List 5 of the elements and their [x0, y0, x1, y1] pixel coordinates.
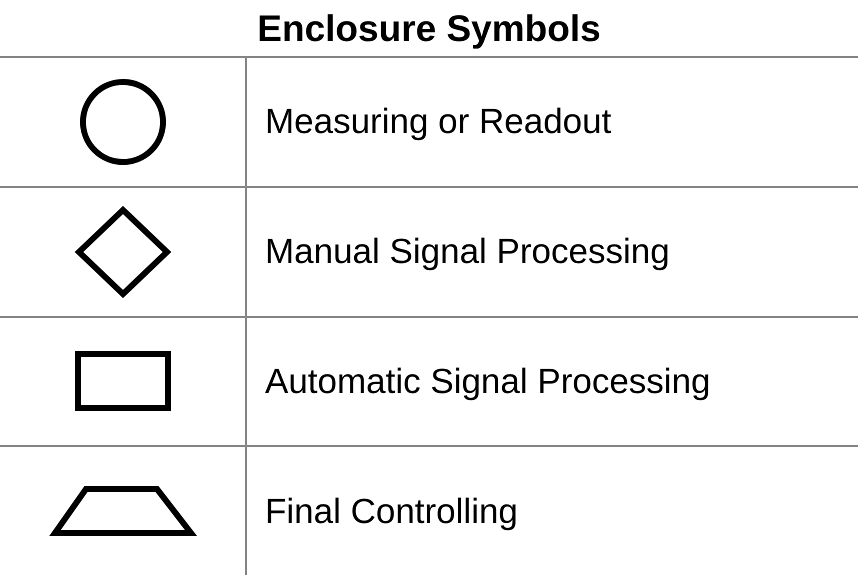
symbol-description: Automatic Signal Processing — [265, 364, 710, 399]
symbol-description: Manual Signal Processing — [265, 234, 670, 270]
symbol-description: Final Controlling — [265, 494, 518, 529]
table-title: Enclosure Symbols — [257, 10, 601, 46]
symbol-description: Measuring or Readout — [265, 104, 612, 140]
